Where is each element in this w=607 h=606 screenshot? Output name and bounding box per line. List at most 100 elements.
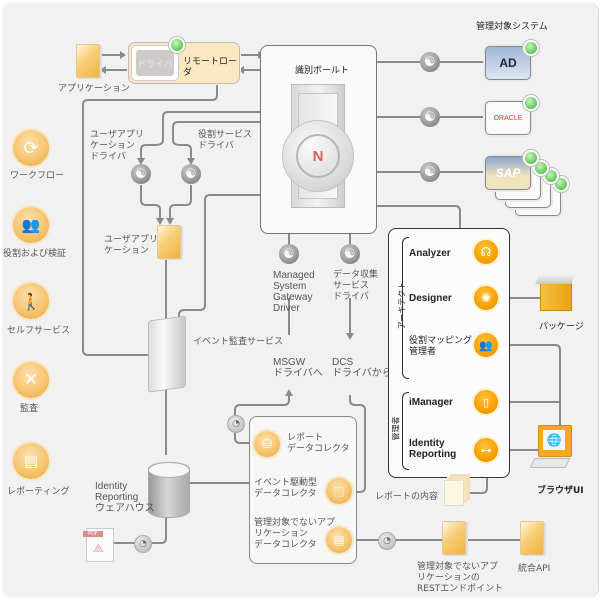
warehouse-label: Identity Reporting ウェアハウス — [95, 481, 155, 514]
document-icon: ▤ — [326, 527, 352, 553]
report-content-label: レポートの内容 — [375, 492, 439, 502]
lightbulb-icon[interactable]: ✺ — [474, 286, 498, 310]
collector-label: レポート データコレクタ — [287, 433, 350, 454]
feature-label: セルフサービス — [7, 326, 71, 336]
collector-label: イベント駆動型 データコレクタ — [254, 478, 318, 499]
users-icon[interactable]: 👥 — [474, 333, 498, 357]
remote-loader[interactable]: ドライバ リモートローダ — [128, 37, 240, 84]
driver-yin-yang-icon: ☯ — [420, 52, 440, 72]
wire-report-collector-msgw — [234, 395, 290, 444]
wire-event-collector-dcs — [346, 395, 366, 493]
status-led — [533, 160, 549, 176]
roles-icon: 👥 — [13, 207, 49, 243]
wire-vault-ua-driver — [140, 111, 260, 160]
schedule-clock-icon: ◔ — [134, 535, 152, 553]
novell-logo: N — [312, 147, 324, 165]
wire-vault-tools — [375, 205, 461, 228]
status-led — [523, 95, 539, 111]
tool-label-designer[interactable]: Designer — [409, 293, 452, 304]
arrow-head — [137, 158, 145, 165]
status-led — [523, 40, 539, 56]
application-book-icon — [76, 44, 100, 78]
ad-logo: AD — [499, 56, 517, 70]
arrow-head — [187, 158, 195, 165]
vault-dial-icon: N — [282, 120, 354, 192]
rest-endpoint-label: 管理対象でないアプ リケーションの RESTエンドポイント — [417, 562, 504, 594]
browser-ui-label: ブラウザUI — [537, 486, 584, 496]
admin-bracket — [402, 392, 409, 470]
arrow-head — [166, 218, 174, 225]
package-box-icon — [535, 274, 575, 311]
wire-warehouse-pdf — [110, 515, 167, 544]
browser-monitor-icon[interactable]: 🌐 — [538, 425, 572, 457]
feature-label: 役割および検証 — [3, 249, 67, 259]
schedule-clock-icon: ◔ — [227, 415, 245, 433]
arrow-head — [120, 51, 126, 59]
identity-vault[interactable]: 識別ボールト N — [260, 45, 377, 234]
wire-loader-down — [82, 80, 218, 356]
arrow-head — [346, 333, 354, 340]
acrobat-icon: ⟁ — [93, 541, 104, 555]
wire-rolemap-browser — [498, 344, 561, 425]
warehouse-database-icon — [148, 462, 190, 518]
tool-label-role-mapping[interactable]: 役割マッピング 管理者 — [409, 336, 473, 357]
driver-yin-yang-icon: ☯ — [420, 162, 440, 182]
remote-loader-label: リモートローダ — [183, 57, 238, 78]
driver-yin-yang-icon: ☯ — [131, 164, 151, 184]
pdf-tag: PDF — [83, 531, 103, 537]
architect-group-label: アーキテクト — [397, 281, 407, 330]
driver-label: ドライバ — [136, 50, 174, 76]
integration-api-label: 統合API — [518, 564, 551, 574]
feature-label: レポーティング — [7, 487, 70, 497]
application-label: アプリケーション — [58, 84, 130, 94]
event-audit-service-label: イベント監査サービス — [193, 337, 284, 347]
arrow-head — [100, 66, 106, 74]
wire-uad-to-ua — [140, 185, 161, 220]
wire-rsd-to-ua — [169, 185, 192, 220]
reporting-icon: ▤ — [13, 443, 49, 479]
pdf-file-icon[interactable]: PDF ⟁ — [83, 528, 114, 562]
dcs-driver-label: データ収集 サービス ドライバ — [333, 270, 379, 302]
arrow-head — [285, 389, 293, 396]
self-service-icon: 🚶 — [13, 283, 49, 319]
wire-vault-event — [178, 194, 262, 320]
driver-yin-yang-icon: ☯ — [340, 244, 360, 264]
sap-logo: SAP — [495, 166, 521, 180]
msgw-to-label: MSGW ドライバへ — [273, 357, 323, 379]
driver-yin-yang-icon: ☯ — [279, 244, 299, 264]
status-led — [169, 37, 185, 53]
identity-vault-label: 識別ボールト — [295, 66, 350, 76]
collector-label: 管理対象でないアプ リケーション データコレクタ — [254, 518, 336, 550]
globe-icon: 🌐 — [543, 430, 565, 450]
device-icon[interactable]: ▯ — [474, 390, 498, 414]
managed-systems-title: 管理対象システム — [476, 22, 548, 32]
dcs-from-label: DCS ドライバから — [332, 357, 392, 379]
admin-group-label: 管理者 — [391, 416, 401, 441]
role-service-driver-label: 役割サービス ドライバ — [198, 130, 253, 151]
head-icon[interactable]: ☊ — [474, 240, 498, 264]
status-led — [523, 150, 539, 166]
feature-label: ワークフロー — [10, 171, 65, 181]
arrow-head — [156, 218, 164, 225]
database-icon: ⛁ — [254, 431, 280, 457]
driver-yin-yang-icon: ☯ — [181, 164, 201, 184]
package-label: パッケージ — [539, 322, 584, 332]
user-app-driver-label: ユーザアプリ ケーション ドライバ — [90, 130, 144, 162]
audit-icon: ✕ — [13, 362, 49, 398]
tool-label-identity-reporting[interactable]: Identity Reporting — [409, 438, 457, 460]
wire-reporting-content — [468, 466, 488, 494]
workflow-icon: ⟳ — [13, 130, 49, 166]
user-application-label: ユーザアプリ ケーション — [104, 235, 158, 256]
tool-label-imanager[interactable]: iManager — [409, 397, 453, 408]
network-icon[interactable]: ⊶ — [474, 438, 498, 462]
user-application-icon — [157, 225, 181, 259]
event-audit-server-icon — [148, 315, 186, 393]
report-document-icon — [444, 480, 464, 506]
wire-vault-role-driver — [172, 121, 260, 160]
tool-label-analyzer[interactable]: Analyzer — [409, 248, 451, 259]
keyboard-icon — [529, 458, 571, 468]
rest-endpoint-book-icon — [442, 521, 466, 555]
feature-label: 監査 — [20, 404, 39, 414]
